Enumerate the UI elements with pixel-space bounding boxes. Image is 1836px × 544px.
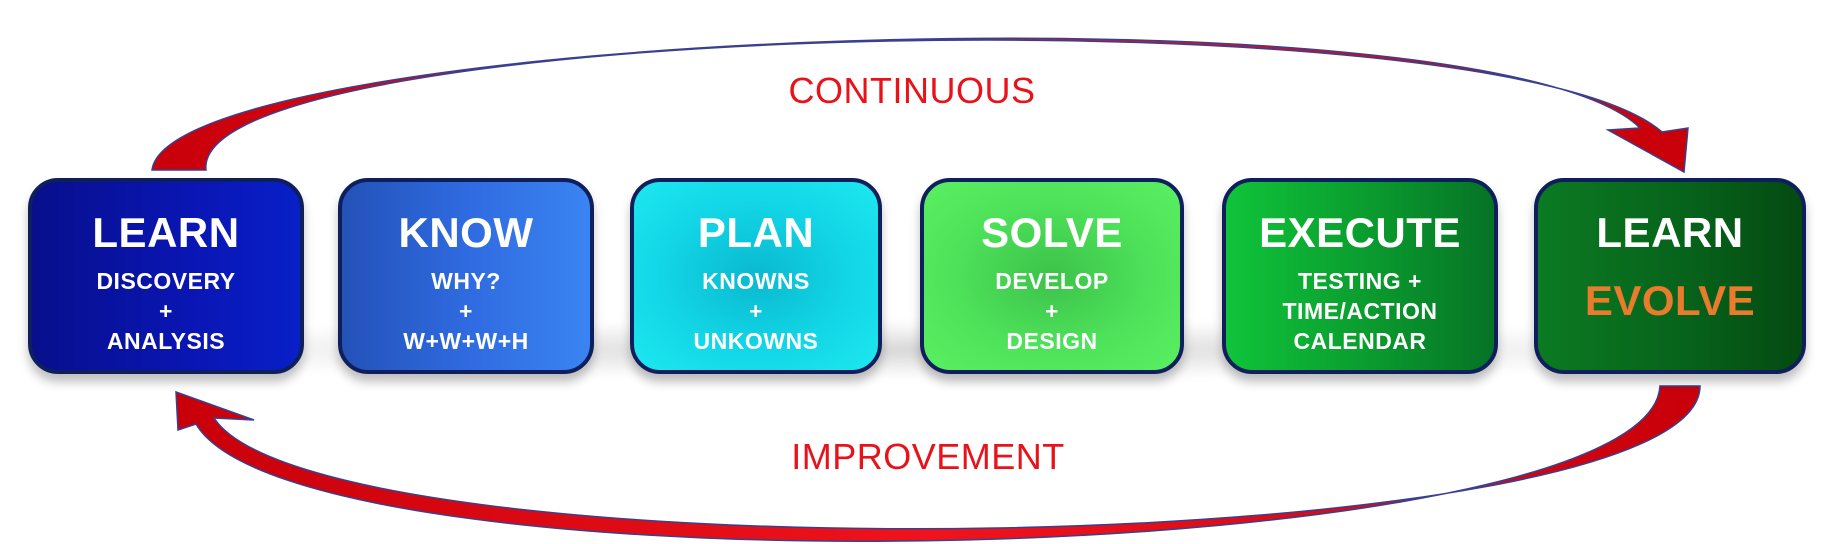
- cycle-top-label: CONTINUOUS: [788, 70, 1036, 111]
- step-learn-evolve: LEARN EVOLVE: [1534, 178, 1806, 374]
- step-line: DEVELOP: [995, 268, 1109, 294]
- step-execute: EXECUTE TESTING + TIME/ACTION CALENDAR: [1222, 178, 1498, 374]
- step-line: UNKOWNS: [693, 328, 819, 354]
- step-line: DISCOVERY: [96, 268, 236, 294]
- top-arrow: [151, 37, 1689, 174]
- bottom-arrow: [175, 385, 1701, 542]
- floor-shadow: [0, 320, 1836, 380]
- step-title: EXECUTE: [1259, 209, 1461, 256]
- step-title: KNOW: [398, 209, 534, 256]
- step-title: LEARN: [92, 209, 240, 256]
- step-line: +: [159, 298, 173, 324]
- step-line: +: [749, 298, 763, 324]
- step-line: +: [1045, 298, 1059, 324]
- step-line: DESIGN: [1006, 328, 1098, 354]
- step-title: SOLVE: [981, 209, 1123, 256]
- step-line: TIME/ACTION: [1282, 298, 1438, 324]
- step-know: KNOW WHY? + W+W+W+H: [338, 178, 594, 374]
- step-line: ANALYSIS: [106, 328, 226, 354]
- step-line: CALENDAR: [1293, 328, 1427, 354]
- step-plan: PLAN KNOWNS + UNKOWNS: [630, 178, 882, 374]
- step-line: KNOWNS: [702, 268, 810, 294]
- step-title: LEARN: [1596, 209, 1744, 256]
- step-highlight: EVOLVE: [1584, 277, 1756, 324]
- step-line: +: [459, 298, 473, 324]
- step-line: W+W+W+H: [403, 328, 529, 354]
- step-title: PLAN: [697, 209, 815, 256]
- step-solve: SOLVE DEVELOP + DESIGN: [920, 178, 1184, 374]
- step-line: WHY?: [431, 268, 501, 294]
- step-line: TESTING +: [1298, 268, 1422, 294]
- step-learn-discovery: LEARN DISCOVERY + ANALYSIS: [28, 178, 304, 374]
- cycle-bottom-label: IMPROVEMENT: [791, 436, 1065, 477]
